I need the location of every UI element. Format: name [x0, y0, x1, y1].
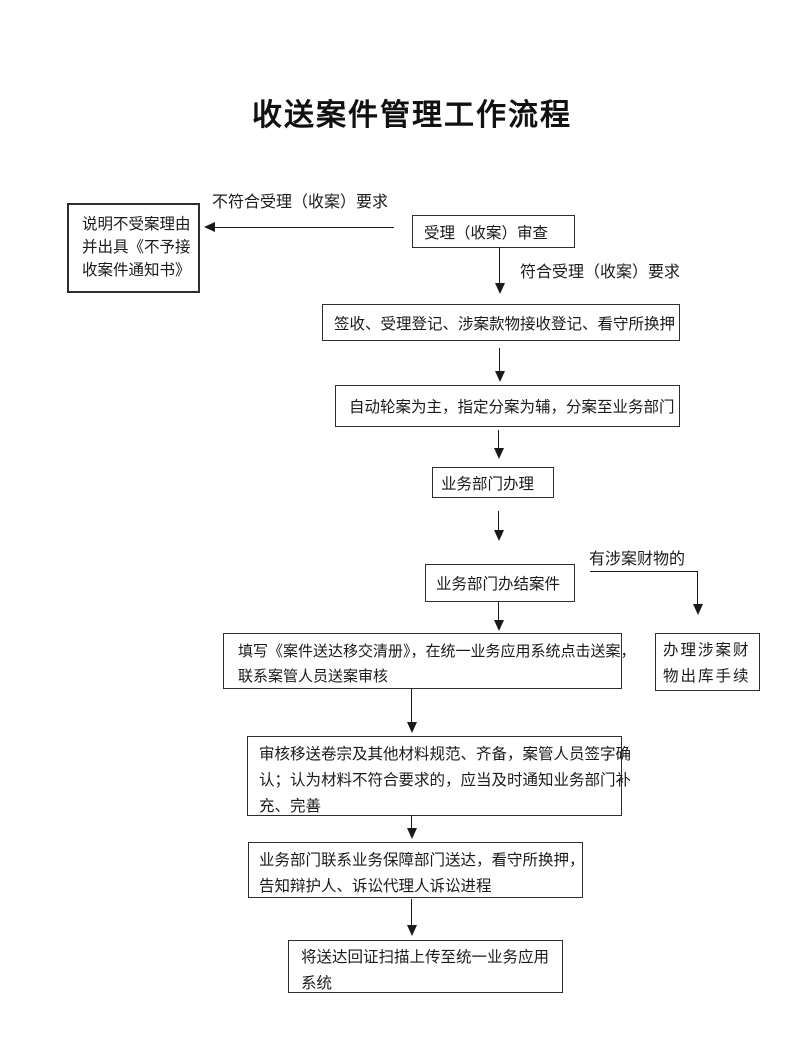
- node-assign-box: 自动轮案为主，指定分案为辅，分案至业务部门: [335, 385, 680, 427]
- node-deliver-box: 业务部门联系业务保障部门送达，看守所换押， 告知辩护人、诉讼代理人诉讼进程: [248, 842, 585, 898]
- node-deliver-line: 业务部门联系业务保障部门送达，看守所换押，: [259, 852, 585, 869]
- arrow-down-icon: [407, 722, 417, 733]
- node-review-label: 受理（收案）审查: [424, 224, 549, 242]
- node-refuse-line: 收案件通知书》: [82, 262, 191, 279]
- node-refuse-line: 并出具《不予接: [82, 239, 191, 256]
- arrow-down-icon: [693, 604, 703, 615]
- node-review-box: 受理（收案）审查: [412, 215, 575, 248]
- arrow-handle-to-close-shaft: [498, 511, 499, 531]
- node-transfer-line: 填写《案件送达移交清册》，在统一业务应用系统点击送案，: [238, 644, 636, 660]
- arrow-deliver-to-upload-shaft: [411, 899, 412, 926]
- node-transfer-box: 填写《案件送达移交清册》，在统一业务应用系统点击送案， 联系案管人员送案审核: [223, 633, 636, 689]
- node-handle-label: 业务部门办理: [441, 475, 535, 493]
- node-assign-label: 自动轮案为主，指定分案为辅，分案至业务部门: [349, 399, 675, 416]
- arrow-review-to-refuse-shaft: [214, 227, 394, 228]
- node-sign-label: 签收、受理登记、涉案款物接收登记、看守所换押: [334, 315, 676, 333]
- node-property-line: 办理涉案财: [663, 642, 751, 659]
- node-upload-line: 将送达回证扫描上传至统一业务应用: [301, 949, 550, 966]
- arrow-down-icon: [495, 283, 505, 294]
- node-refuse-line: 说明不受案理由: [82, 216, 191, 233]
- arrow-transfer-to-audit-shaft: [411, 688, 412, 723]
- arrow-close-to-transfer-shaft: [498, 602, 499, 621]
- arrow-left-icon: [204, 222, 215, 232]
- arrow-review-to-sign-shaft: [499, 247, 500, 284]
- node-audit-line: 认；认为材料不符合要求的，应当及时通知业务部门补: [259, 772, 632, 789]
- arrow-close-to-property-vshaft: [697, 571, 698, 605]
- edge-label-has-property: 有涉案财物的: [589, 551, 686, 568]
- node-property-line: 物出库手续: [663, 668, 751, 685]
- arrow-sign-to-assign-shaft: [499, 348, 500, 372]
- node-audit-line: 充、完善: [259, 798, 322, 815]
- arrow-down-icon: [407, 925, 417, 936]
- node-audit-box: 审核移送卷宗及其他材料规范、齐备，案管人员签字确 认；认为材料不符合要求的，应当…: [247, 736, 632, 816]
- node-deliver-line: 告知辩护人、诉讼代理人诉讼进程: [259, 878, 492, 895]
- arrow-down-icon: [407, 828, 417, 839]
- arrow-audit-to-deliver-shaft: [411, 815, 412, 829]
- node-close-label: 业务部门办结案件: [436, 576, 561, 593]
- arrow-down-icon: [494, 448, 504, 459]
- arrow-down-icon: [495, 371, 505, 382]
- node-close-box: 业务部门办结案件: [425, 564, 575, 602]
- page-title: 收送案件管理工作流程: [252, 99, 572, 132]
- arrow-assign-to-handle-shaft: [498, 430, 499, 449]
- node-upload-line: 系统: [301, 975, 333, 992]
- edge-label-meet: 符合受理（收案）要求: [520, 264, 681, 281]
- arrow-down-icon: [494, 620, 504, 631]
- node-refuse-case-box: 说明不受案理由 并出具《不予接 收案件通知书》: [67, 203, 200, 293]
- node-handle-box: 业务部门办理: [432, 467, 554, 498]
- node-audit-line: 审核移送卷宗及其他材料规范、齐备，案管人员签字确: [259, 746, 632, 763]
- arrow-close-to-property-hshaft: [590, 571, 698, 572]
- node-transfer-line: 联系案管人员送案审核: [238, 669, 389, 685]
- arrow-down-icon: [494, 530, 504, 541]
- node-upload-box: 将送达回证扫描上传至统一业务应用 系统: [288, 940, 563, 993]
- node-sign-box: 签收、受理登记、涉案款物接收登记、看守所换押: [322, 304, 680, 341]
- edge-label-not-meet: 不符合受理（收案）要求: [212, 194, 389, 211]
- node-property-box: 办理涉案财 物出库手续: [655, 633, 760, 691]
